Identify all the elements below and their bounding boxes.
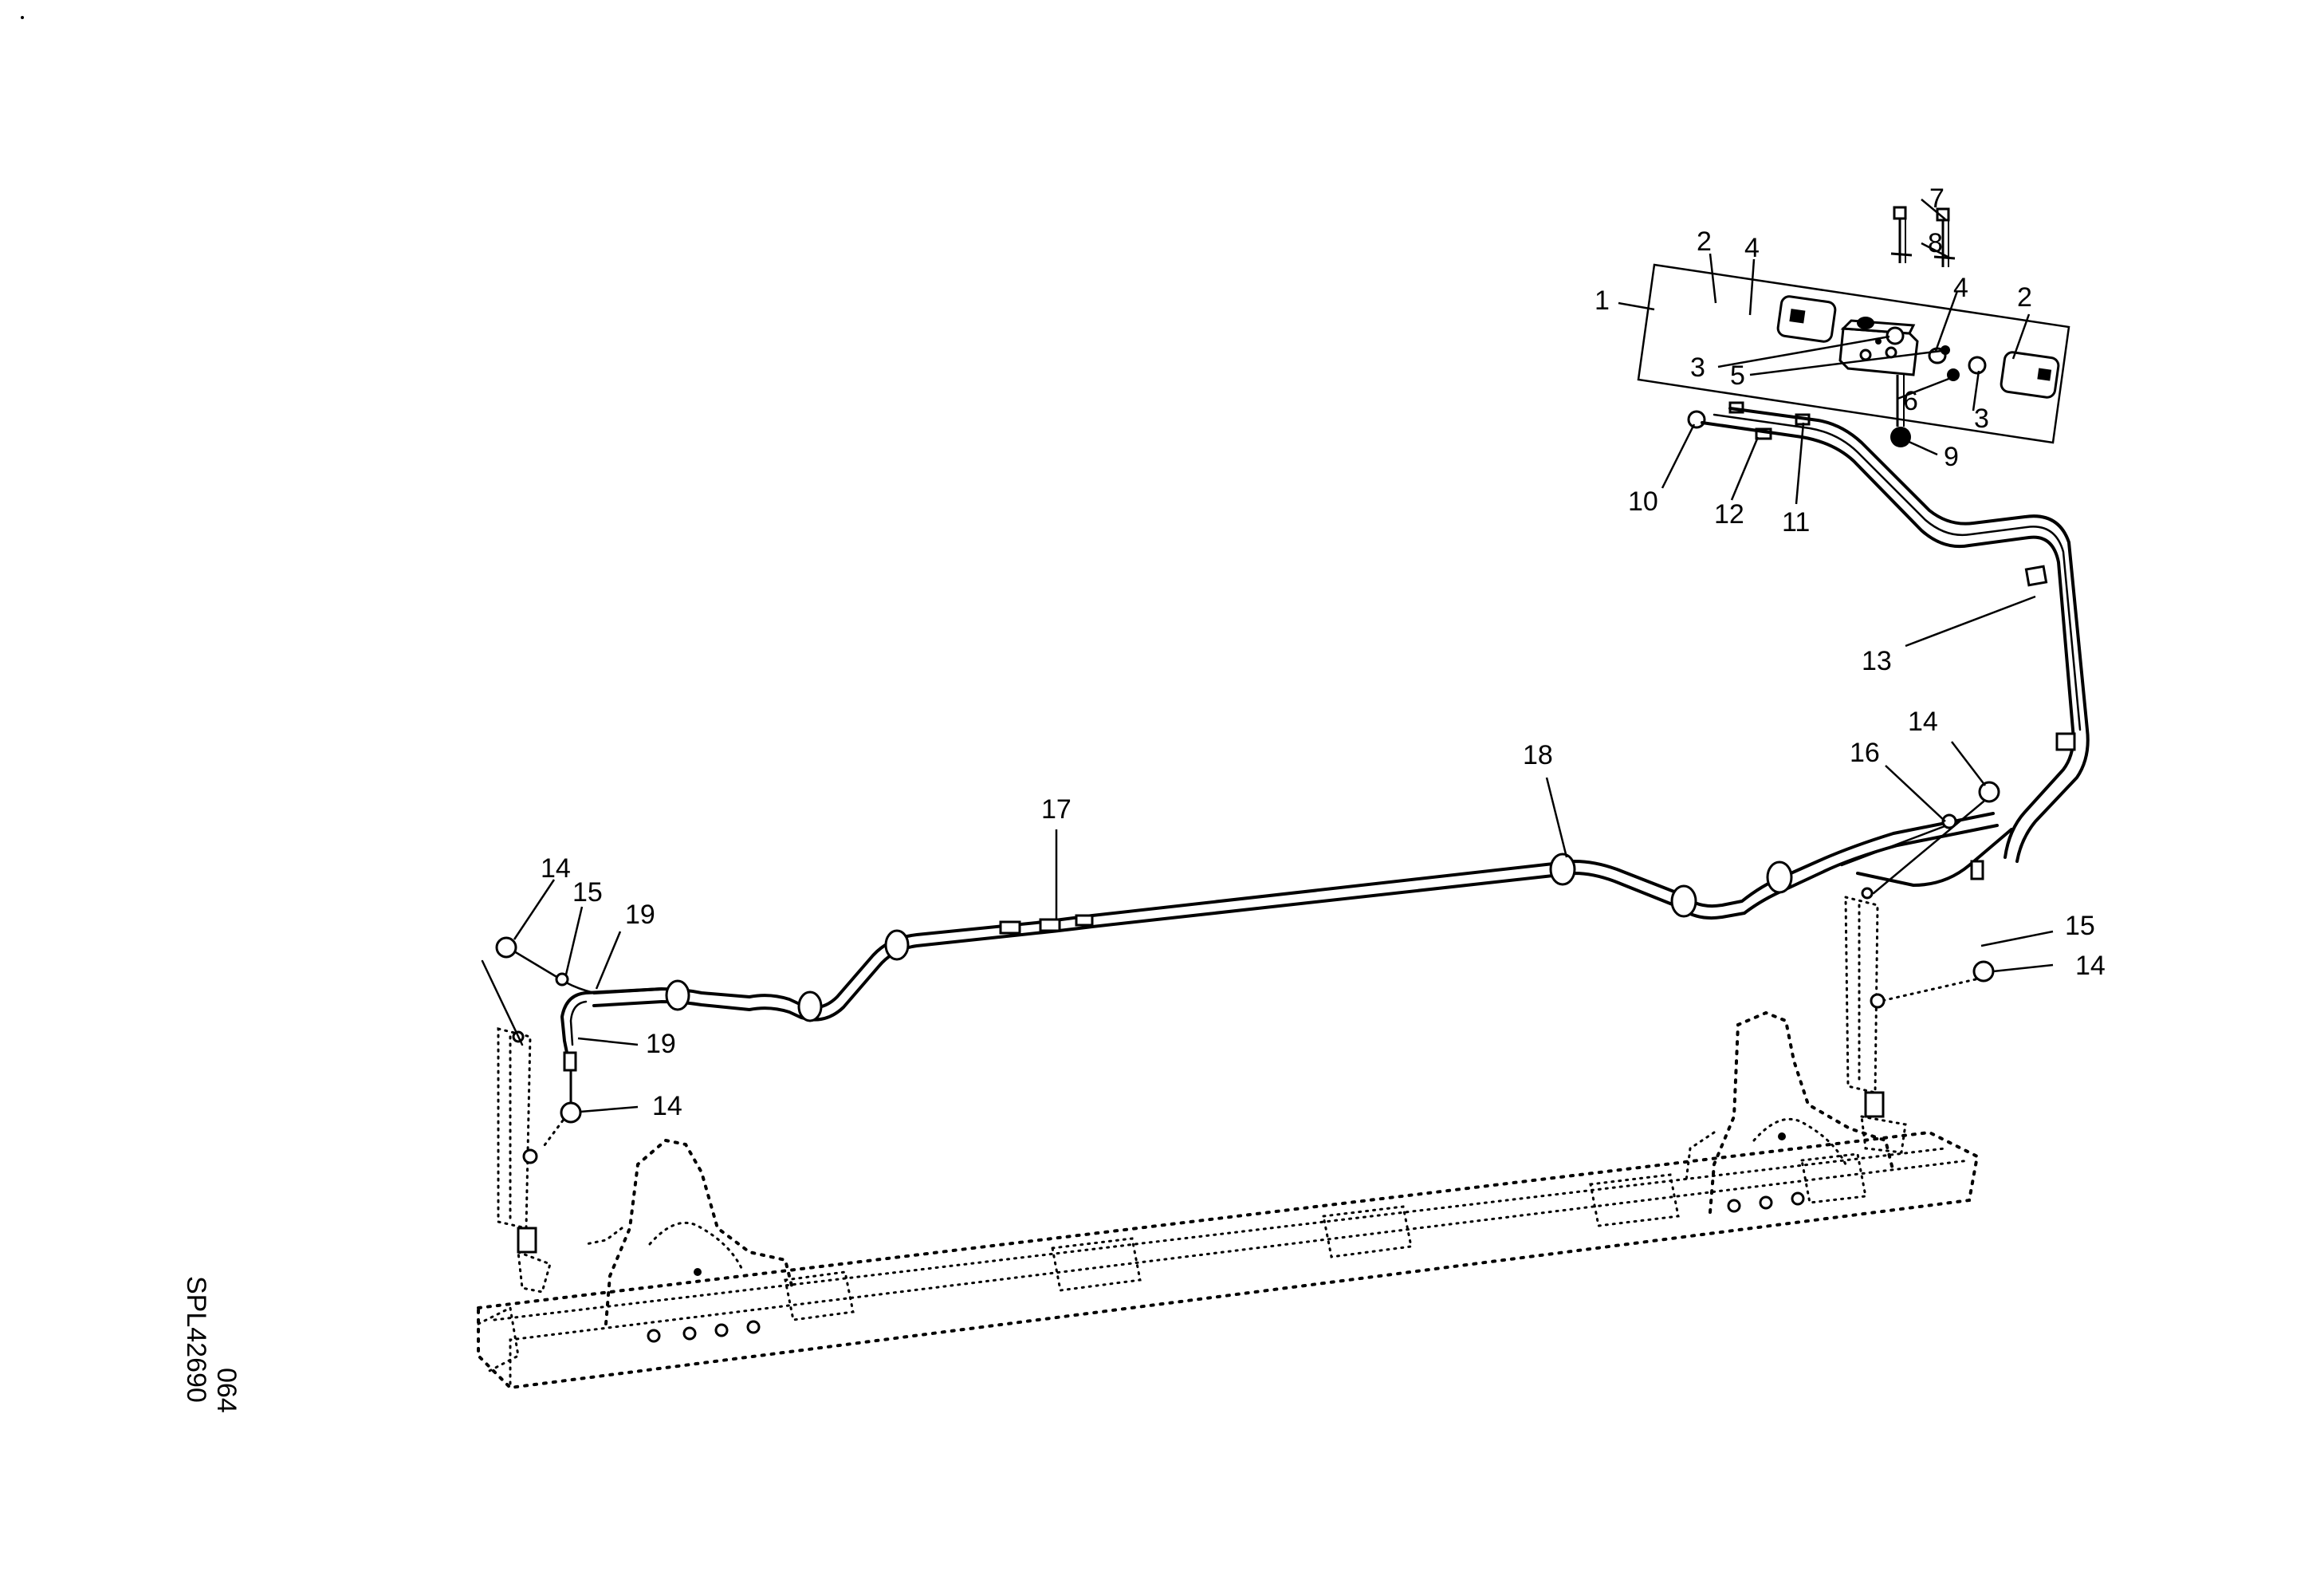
cylinder-right [1844,887,1907,1154]
clamp [2055,732,2076,751]
callout-10: 10 [1628,486,1658,517]
callout-6: 6 [1903,386,1918,416]
leader-lines [513,199,2054,1113]
clamp [884,929,910,961]
callout-17: 17 [1041,794,1072,825]
hose-left-upper [481,959,524,1046]
callout-12: 12 [1714,499,1744,530]
nut-9 [1890,427,1911,447]
drawing-reference: SPL42690 064 [181,1276,242,1413]
callout-14-lower-right: 14 [2075,951,2106,981]
nut-3-left [1886,326,1905,345]
tee-14-upper-right [1978,781,2000,803]
callout-15-left: 15 [572,877,603,908]
callout-14-upper-right: 14 [1908,707,1938,737]
union [1075,914,1094,927]
chassis-frame [477,887,1980,1390]
bolts-7 [1893,206,1950,267]
callout-7: 7 [1929,183,1945,214]
fitting-16 [1941,813,1957,829]
callout-5: 5 [1730,360,1745,391]
callout-4-left: 4 [1744,233,1760,263]
corner-mark [21,16,24,19]
pipe-clamps [665,565,2076,1022]
clamp [665,979,690,1011]
callout-13: 13 [1862,646,1892,676]
fitting-5 [1941,345,1950,355]
tee-14-lower-right [1972,960,1995,983]
callout-9: 9 [1944,442,1959,472]
valve-block [1838,319,1919,376]
callout-3-left: 3 [1690,352,1705,383]
clamp [797,990,823,1022]
sheet-number: 064 [211,1368,242,1413]
assembly-frame [1637,263,2070,444]
tee-14-upper-left [495,936,517,959]
cylinder-left [497,1027,552,1294]
valve-assembly [1637,206,2070,447]
callout-4-right: 4 [1953,273,1968,303]
fitting-19-lower [563,1051,577,1072]
fitting-10 [1687,410,1706,429]
union-17 [1039,918,1061,932]
tee-14-lower-left [560,1101,582,1124]
clamp-13 [2024,565,2048,587]
callout-15-right: 15 [2065,911,2095,941]
callout-2-left: 2 [1697,226,1712,257]
fitting-15-right [1970,860,1984,880]
union [999,920,1021,935]
callout-1: 1 [1595,286,1610,316]
seal-4-left [1857,317,1874,329]
solenoid-right [2000,351,2060,399]
solenoid-left [1776,295,1837,343]
nut-3-right [1968,356,1987,375]
reference-code: SPL42690 [181,1276,211,1403]
callout-16: 16 [1850,738,1880,768]
callout-14-upper-left: 14 [541,853,571,884]
callout-3-right: 3 [1974,404,1989,434]
rail-pads [784,1152,1867,1321]
callout-2-right: 2 [2017,282,2032,313]
washers-8 [1890,252,1956,260]
callout-11: 11 [1782,507,1810,538]
clamp-18 [1549,853,1576,886]
pipe-run [495,407,2090,1150]
callout-19-upper: 19 [625,900,655,930]
callout-labels: 1 2 4 3 5 7 8 4 2 6 3 9 10 12 11 13 14 1… [541,183,2106,1121]
clamp [1766,861,1793,894]
fitting-15-left [555,972,569,987]
callout-14-lower-left: 14 [652,1091,682,1121]
bolt-heads [647,1132,1805,1343]
callout-8: 8 [1928,228,1943,258]
callout-19-lower: 19 [646,1029,676,1059]
callout-18: 18 [1523,740,1553,770]
clamp [1670,884,1697,918]
